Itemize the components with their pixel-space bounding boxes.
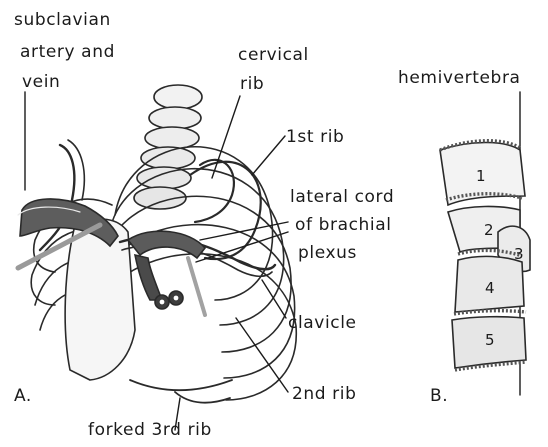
- label-panel-b: B.: [430, 386, 448, 406]
- label-clavicle: clavicle: [288, 313, 357, 333]
- label-cervical-line1: cervical: [238, 45, 309, 65]
- vertebra-number: 3: [514, 244, 524, 264]
- vertebra-number: 2: [484, 220, 494, 240]
- label-cervical-line2: rib: [240, 74, 264, 94]
- right-subclavian-vessels: [128, 231, 205, 258]
- forked-third-rib: [130, 380, 232, 403]
- vertebra-number: 4: [485, 278, 495, 298]
- label-lateral-line2: of brachial: [295, 215, 392, 235]
- left-clavicle: [40, 145, 74, 250]
- label-lateral-line3: plexus: [298, 243, 357, 263]
- label-second-rib: 2nd rib: [292, 384, 357, 404]
- vertebra-number: 1: [476, 166, 486, 186]
- sternum: [65, 219, 135, 380]
- label-forked-third-rib: forked 3rd rib: [88, 420, 212, 440]
- label-lateral-line1: lateral cord: [290, 187, 394, 207]
- label-subclavian-line2: artery and: [20, 42, 115, 62]
- vertebra-number: 5: [485, 330, 495, 350]
- label-hemivertebra: hemivertebra: [398, 68, 521, 88]
- label-subclavian-line1: subclavian: [14, 10, 111, 30]
- label-panel-a: A.: [14, 386, 32, 406]
- label-first-rib: 1st rib: [286, 127, 344, 147]
- label-subclavian-line3: vein: [22, 72, 60, 92]
